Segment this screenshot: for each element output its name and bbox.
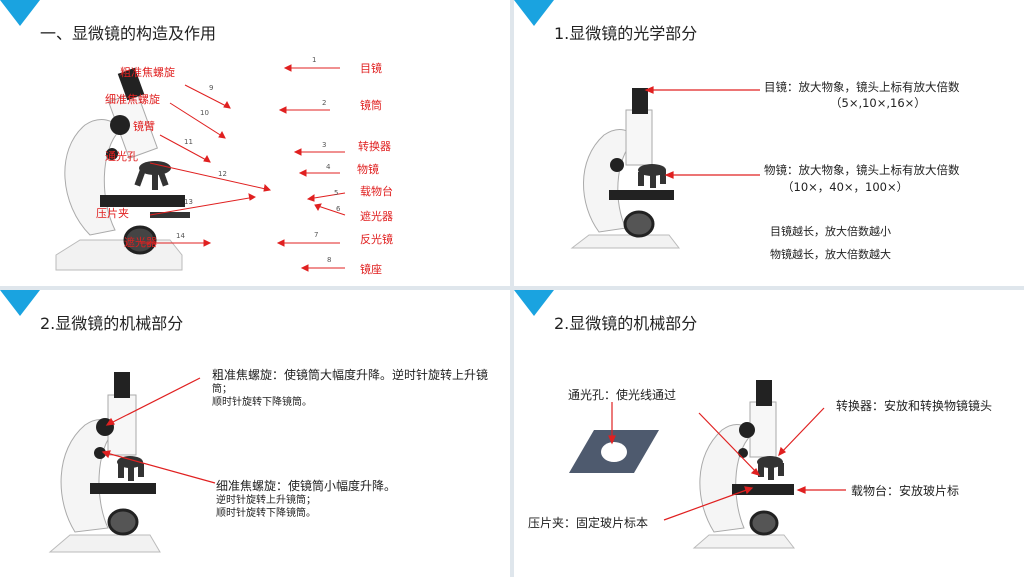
label-aperture: 通光孔 [105, 150, 138, 163]
slide-title: 2.显微镜的机械部分 [40, 314, 184, 333]
slide-title: 1.显微镜的光学部分 [554, 24, 698, 43]
coarse-line2: 筒； [212, 384, 232, 395]
slide-optical-parts: 1.显微镜的光学部分 目镜：放大物象，镜头上标有放大倍数 （5×,10×,16×… [514, 0, 1024, 286]
num-4: 4 [326, 163, 331, 171]
label-mirror: 反光镜 [360, 233, 393, 246]
label-coarse-focus: 粗准焦螺旋 [120, 66, 175, 79]
nosepiece-desc: 转换器：安放和转换物镜镜头 [836, 399, 993, 413]
num-12: 12 [218, 170, 227, 178]
corner-triangle-icon [514, 290, 554, 316]
fine-focus-desc: 细准焦螺旋：使镜筒小幅度升降。 逆时针旋转上升镜筒； 顺时针旋转下降镜筒。 [216, 478, 396, 520]
label-fine-focus: 细准焦螺旋 [105, 93, 160, 106]
label-clip: 压片夹 [96, 207, 129, 220]
coarse-line3: 顺时针旋转下降镜筒。 [212, 397, 312, 408]
corner-triangle-icon [0, 0, 40, 26]
slide-mechanical-stage: 2.显微镜的机械部分 通光孔：使光线通过 转换器：安放和转换物镜镜头 载物台：安… [514, 290, 1024, 577]
coarse-line1: 粗准焦螺旋：使镜筒大幅度升降。逆时针旋转上升镜 [212, 368, 489, 382]
coarse-focus-desc: 粗准焦螺旋：使镜筒大幅度升降。逆时针旋转上升镜 筒； 顺时针旋转下降镜筒。 [212, 368, 488, 409]
label-diaphragm-left: 遮光器 [124, 236, 157, 249]
num-14: 14 [176, 232, 185, 240]
eyepiece-mag: （5×,10×,16×） [830, 96, 926, 110]
slide-title: 一、显微镜的构造及作用 [40, 24, 217, 43]
stage-desc: 载物台：安放玻片标 [851, 484, 960, 498]
label-tube: 镜筒 [360, 99, 382, 112]
num-11: 11 [184, 138, 193, 146]
slide-structure: 一、显微镜的构造及作用 [0, 0, 510, 286]
num-9: 9 [209, 84, 214, 92]
num-7: 7 [314, 231, 319, 239]
fine-line1: 细准焦螺旋：使镜筒小幅度升降。 [216, 479, 397, 493]
corner-triangle-icon [514, 0, 554, 26]
eyepiece-desc: 目镜：放大物象，镜头上标有放大倍数 [764, 80, 960, 94]
microscope-illustration [570, 86, 760, 249]
corner-triangle-icon [0, 290, 40, 316]
label-eyepiece: 目镜 [360, 62, 382, 75]
clip-desc: 压片夹：固定玻片标本 [528, 516, 649, 530]
label-base: 镜座 [360, 263, 382, 276]
num-8: 8 [327, 256, 332, 264]
fine-line2: 逆时针旋转上升镜筒； [216, 495, 316, 506]
microscope-illustration [48, 372, 216, 553]
label-stage: 载物台 [360, 185, 393, 198]
num-10: 10 [200, 109, 209, 117]
num-6: 6 [336, 205, 341, 213]
label-nosepiece: 转换器 [358, 140, 391, 153]
label-arm: 镜臂 [133, 120, 155, 133]
label-objective: 物镜 [357, 163, 379, 176]
num-1: 1 [312, 56, 317, 64]
num-2: 2 [322, 99, 327, 107]
num-5: 5 [334, 189, 339, 197]
aperture-desc: 通光孔：使光线通过 [568, 388, 677, 402]
label-diaphragm: 遮光器 [360, 210, 393, 223]
objective-desc: 物镜：放大物象，镜头上标有放大倍数 [764, 163, 960, 177]
fine-line3: 顺时针旋转下降镜筒。 [216, 508, 316, 519]
num-13: 13 [184, 198, 193, 206]
num-3: 3 [322, 141, 327, 149]
note-objective-length: 物镜越长，放大倍数越大 [770, 248, 891, 261]
slide-mechanical-focus: 2.显微镜的机械部分 粗准焦螺旋：使镜筒大幅度升降。逆时针旋转上升镜 筒； 顺时… [0, 290, 510, 577]
objective-mag: （10×，40×，100×） [782, 180, 909, 194]
note-eyepiece-length: 目镜越长，放大倍数越小 [770, 225, 891, 238]
slide-title: 2.显微镜的机械部分 [554, 314, 698, 333]
microscope-illustration [569, 380, 846, 549]
microscope-illustration [55, 64, 346, 272]
